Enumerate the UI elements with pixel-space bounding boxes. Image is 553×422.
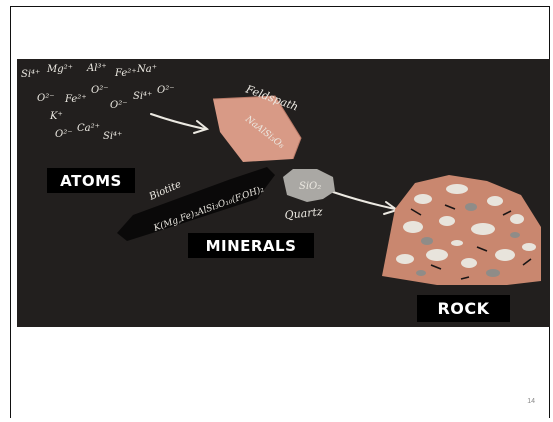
atom-o: O²⁻	[91, 85, 109, 96]
atom-si: Si⁴⁺	[103, 131, 122, 142]
rock-label: ROCK	[417, 295, 510, 322]
atom-k: K⁺	[49, 111, 63, 122]
atom-si: Si⁴⁺	[21, 69, 40, 80]
illustration-panel: Si⁴⁺ Mg²⁺ Al³⁺ Fe²⁺ Na⁺ O²⁻ Fe²⁺ O²⁻ O²⁻…	[17, 59, 550, 327]
atom-na: Na⁺	[136, 64, 157, 75]
atom-si: Si⁴⁺	[133, 91, 152, 102]
atom-ca: Ca²⁺	[77, 123, 100, 134]
quartz-crystal: SiO₂ Quartz	[283, 169, 335, 222]
quartz-name: Quartz	[284, 205, 323, 222]
page-number: 14	[527, 398, 535, 405]
atom-al: Al³⁺	[86, 63, 107, 74]
feldspath-crystal: Feldspath NaAlSi₃O₈	[213, 82, 301, 162]
atom-fe: Fe²⁺	[114, 68, 137, 79]
biotite-crystal: Biotite K(Mg,Fe)₃AlSi₃O₁₀(F,OH)₂	[117, 167, 275, 241]
minerals-label: MINERALS	[188, 233, 314, 258]
arrow-minerals-to-rock	[333, 192, 395, 209]
atom-fe: Fe²⁺	[64, 94, 87, 105]
atom-o: O²⁻	[110, 100, 128, 111]
atom-mg: Mg²⁺	[46, 64, 73, 75]
illustration-canvas: Si⁴⁺ Mg²⁺ Al³⁺ Fe²⁺ Na⁺ O²⁻ Fe²⁺ O²⁻ O²⁻…	[17, 59, 550, 327]
rock-illustration	[382, 175, 541, 285]
atom-o: O²⁻	[157, 85, 175, 96]
atom-o: O²⁻	[37, 93, 55, 104]
atoms-label: ATOMS	[47, 168, 135, 193]
quartz-formula: SiO₂	[299, 181, 321, 192]
atom-o: O²⁻	[55, 129, 73, 140]
